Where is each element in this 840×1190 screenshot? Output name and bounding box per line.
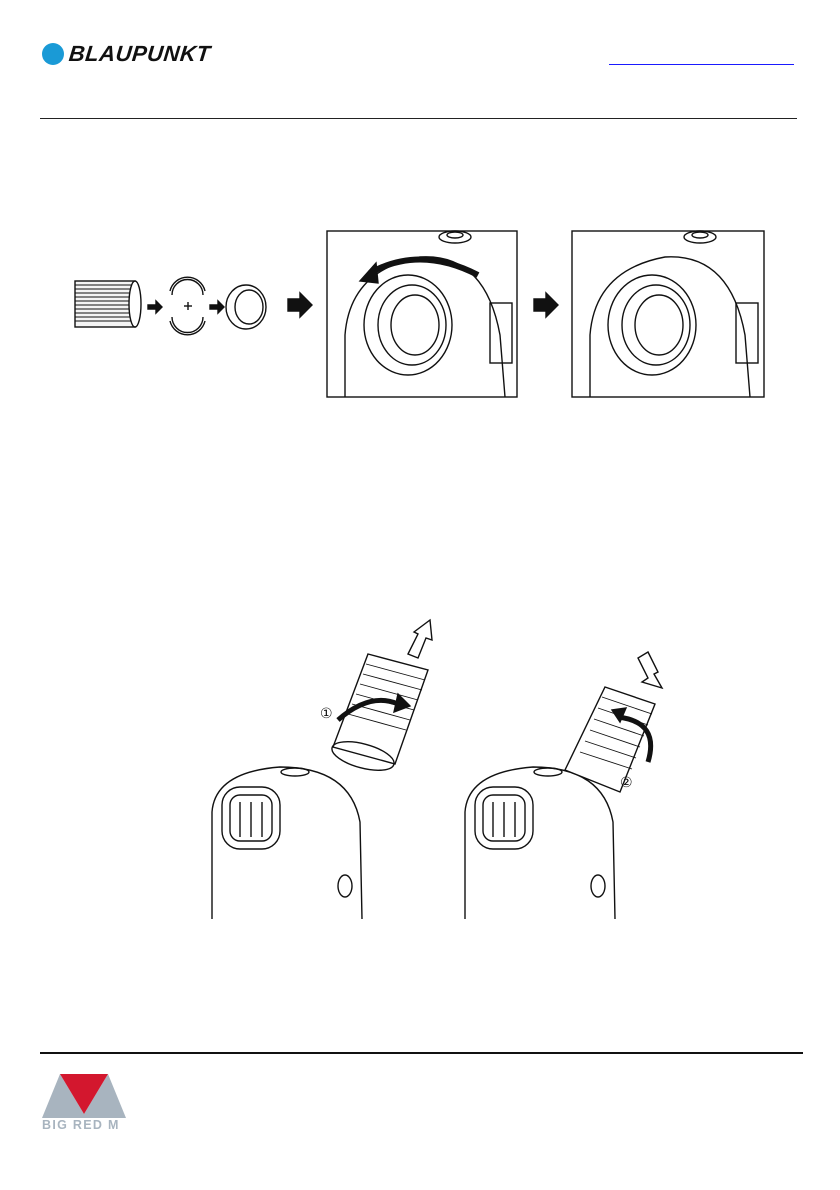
- split-ring-halves-icon: [170, 277, 205, 335]
- footer-divider: [40, 1052, 803, 1054]
- flexible-hose-icon: [75, 281, 141, 327]
- brand-logo-dot-icon: [42, 43, 64, 65]
- arrow-right-icon: [288, 293, 312, 317]
- hose-connect-figure: ① ②: [200, 612, 670, 922]
- footer-brand: BIG RED M: [42, 1118, 120, 1132]
- hose-adapter-ring-icon: [226, 285, 266, 329]
- arrow-right-icon: [210, 301, 224, 313]
- unit-top-icon: [212, 767, 362, 919]
- hose-attach-icon: ②: [565, 652, 662, 792]
- brand-name: BLAUPUNKT: [68, 41, 212, 67]
- step-number: ②: [620, 775, 633, 791]
- unit-exhaust-outlet-icon: [327, 231, 517, 397]
- arrow-right-icon: [148, 301, 162, 313]
- header-link[interactable]: [609, 52, 794, 65]
- unit-exhaust-outlet-icon: [572, 231, 764, 397]
- hose-assembly-figure: [60, 225, 780, 405]
- rotate-arrow-icon: [370, 259, 478, 275]
- arrow-right-icon: [534, 293, 558, 317]
- unit-top-icon: [465, 767, 615, 919]
- step-number: ①: [320, 706, 333, 722]
- brand-logo: BLAUPUNKT: [42, 40, 210, 68]
- hose-remove-icon: ①: [320, 620, 432, 776]
- header-divider: [40, 118, 797, 119]
